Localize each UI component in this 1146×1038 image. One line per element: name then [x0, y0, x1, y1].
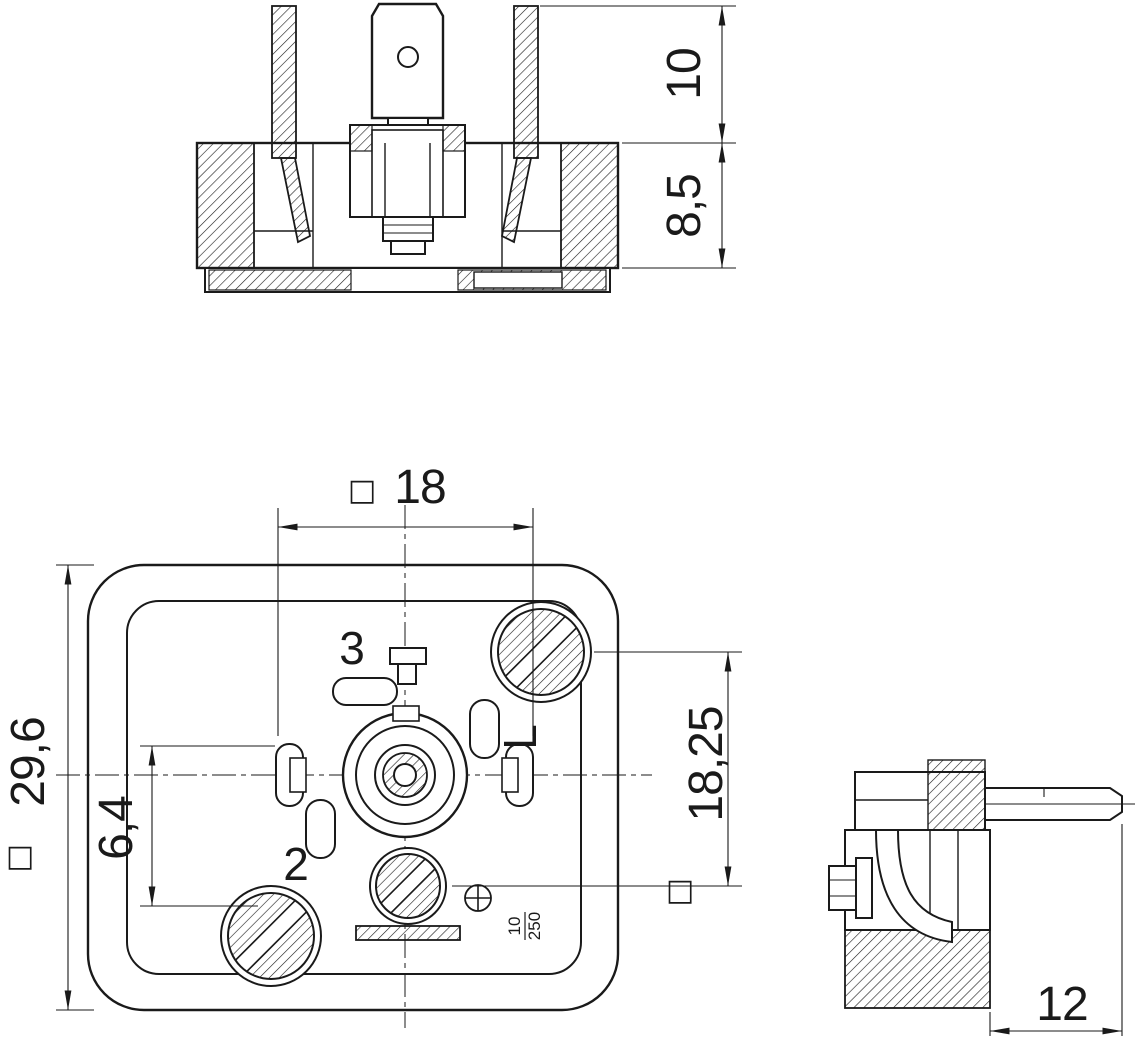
dim-label-flange-width: 18 — [394, 461, 445, 514]
central-boss — [341, 705, 469, 839]
screw-washer-side — [855, 857, 873, 919]
body-hatch-left — [196, 142, 255, 269]
screw-tip — [390, 240, 426, 255]
screw-head-outline — [497, 608, 585, 696]
housing-hatch-left — [349, 124, 373, 152]
contact-2 — [275, 743, 336, 859]
bottom-contact-bar — [355, 925, 461, 941]
fixing-screw-center — [369, 847, 447, 925]
dim-label-overall: 29,6 — [2, 717, 55, 806]
solder-pin-left — [271, 5, 312, 244]
plate-hatch-left — [208, 269, 352, 291]
dim-label-contact-offset: 6,4 — [90, 796, 143, 860]
side-top-flange — [854, 759, 986, 831]
solder-pin-right — [500, 5, 539, 244]
square-symbol: □ — [666, 873, 694, 908]
dim-label-body-height: 8,5 — [658, 174, 711, 238]
contact-pill — [305, 799, 336, 859]
screw-head-outline — [227, 892, 315, 980]
center-flat-tab — [370, 2, 445, 145]
plate-insert — [473, 271, 563, 289]
side-view: 12 — [828, 759, 1136, 1036]
side-base-block — [844, 929, 991, 1009]
dimension-flange-width: □ 18 — [277, 461, 534, 736]
type-marking: 10 250 — [505, 912, 544, 940]
screw-collar — [382, 216, 434, 242]
dimension-overall-size: 29,6 □ — [2, 564, 94, 1011]
contact-tab — [289, 757, 307, 793]
bent-contact-strip — [874, 829, 953, 944]
earth-symbol — [464, 884, 492, 912]
dim-label-tab-length: 12 — [1036, 978, 1087, 1031]
contact-tab — [389, 647, 427, 665]
pin-strut — [500, 157, 533, 244]
boss-center-hole — [393, 763, 417, 787]
flange-hatch — [927, 771, 986, 831]
pin-blade — [271, 5, 297, 159]
screw-head-side — [828, 865, 857, 911]
contact-tab — [501, 757, 519, 793]
dim-label-pin-height: 10 — [658, 48, 711, 99]
screw-head — [498, 609, 584, 695]
body-hatch-right — [560, 142, 619, 269]
dimension-screw-spacing: 18,25 □ — [452, 651, 742, 908]
boss-circle — [374, 744, 436, 806]
boss-circle — [355, 725, 455, 825]
tab-hole — [397, 46, 419, 68]
housing-hatch-right — [442, 124, 466, 152]
dimension-tab-length: 12 — [989, 824, 1123, 1036]
face-inner-outline — [126, 600, 582, 975]
mounting-screw-bottom-left — [220, 885, 322, 987]
dimension-body-height: 8,5 — [622, 143, 736, 269]
dim-label-screw-spacing: 18,25 — [680, 706, 733, 821]
pin-label-L: L — [494, 724, 546, 750]
dimension-pin-height: 10 — [540, 5, 736, 144]
front-view: 3 2 L 10 250 □ 18 29,6 □ 6,4 — [2, 461, 742, 1028]
center-screw-assembly — [349, 124, 466, 255]
marking-top: 10 — [505, 917, 524, 936]
pin-blade — [513, 5, 539, 159]
square-symbol: □ — [348, 473, 376, 508]
pin-label-3: 3 — [339, 622, 365, 674]
contact-tab — [397, 663, 417, 685]
contact-pill — [469, 699, 500, 759]
screw-head-outline — [375, 853, 441, 919]
contact-pill — [332, 677, 398, 706]
flange-step — [927, 759, 986, 773]
mounting-screw-top-right — [490, 601, 592, 703]
boss-notch — [392, 705, 420, 722]
pin-label-2: 2 — [283, 838, 309, 890]
pin-strut — [279, 157, 312, 244]
contact-3 — [332, 647, 427, 706]
screw-head — [228, 893, 314, 979]
dimension-contact-offset: 6,4 — [90, 745, 275, 907]
marking-bottom: 250 — [525, 912, 544, 940]
screw-head — [376, 854, 440, 918]
top-section-view: 10 8,5 — [195, 2, 736, 293]
side-screw — [828, 857, 873, 919]
square-symbol: □ — [6, 839, 34, 874]
contact-right — [469, 699, 534, 807]
